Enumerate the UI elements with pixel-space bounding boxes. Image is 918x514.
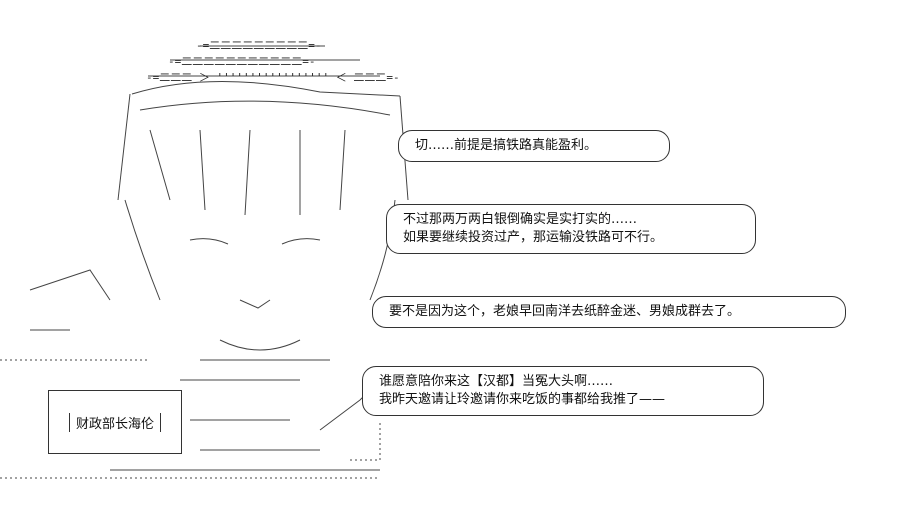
nameplate-label: 财政部长海伦 <box>68 412 161 432</box>
bubble-2-line-1: 不过那两万两白银倒确实是实打实的…… <box>403 212 638 227</box>
bubble-1-line-1: 切……前提是搞铁路真能盈利。 <box>415 138 598 153</box>
ascii-top-band-3: -=二二二 ＞ ''''''''''''''''' ＜ 二二二=- <box>146 71 400 84</box>
bubble-4-line-2: 我昨天邀请让玲邀请你来吃饭的事都给我推了—— <box>379 392 666 407</box>
speech-bubble-2: 不过那两万两白银倒确实是实打实的…… 如果要继续投资过产，那运输没铁路可不行。 <box>386 204 756 254</box>
bubble-3-line-1: 要不是因为这个，老娘早回南洋去纸醉金迷、男娘成群去了。 <box>389 304 741 319</box>
speech-bubble-3: 要不是因为这个，老娘早回南洋去纸醉金迷、男娘成群去了。 <box>372 296 846 328</box>
speech-bubble-1: 切……前提是搞铁路真能盈利。 <box>398 130 670 162</box>
bubble-2-line-2: 如果要继续投资过产，那运输没铁路可不行。 <box>403 230 664 245</box>
ascii-top-band: -=二二二二二二二二二=- <box>196 39 322 52</box>
character-nameplate: 财政部长海伦 <box>48 390 182 454</box>
bubble-4-line-1: 谁愿意陪你来这【汉都】当冤大头啊…… <box>379 374 614 389</box>
speech-bubble-4: 谁愿意陪你来这【汉都】当冤大头啊…… 我昨天邀请让玲邀请你来吃饭的事都给我推了—… <box>362 366 764 416</box>
ascii-top-band-2: -=二二二二二二二二二二二=- <box>168 55 316 68</box>
